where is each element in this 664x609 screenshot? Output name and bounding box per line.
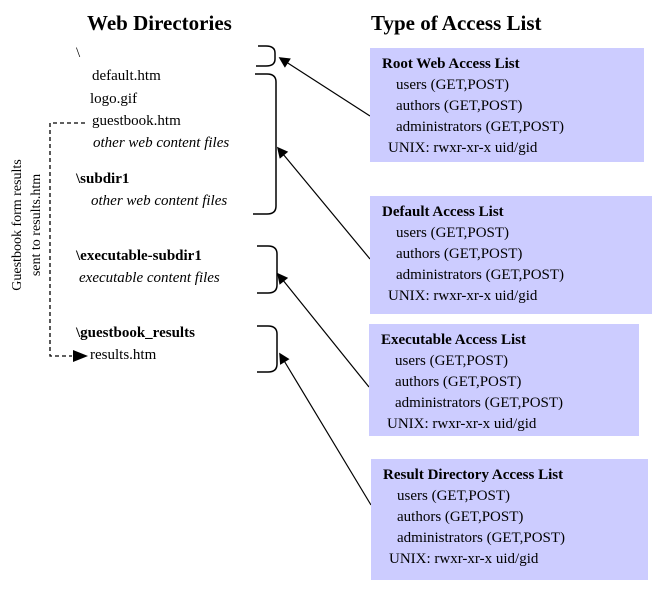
- access-list-title: Result Directory Access List: [383, 467, 564, 483]
- guestbook-flow-note-line1: Guestbook form results: [10, 159, 25, 291]
- access-list-entry: UNIX: rwxr-xr-x uid/gid: [388, 140, 538, 156]
- tree-dir-guestbook-results: \guestbook_results: [76, 325, 195, 341]
- guestbook-flow-note: Guestbook form results sent to results.h…: [8, 120, 48, 330]
- web-directories-heading: Web Directories: [87, 11, 232, 35]
- tree-root: \: [76, 45, 81, 61]
- bracket-default: [253, 73, 277, 215]
- arrow-executable-list: [276, 272, 370, 388]
- access-list-entry: users (GET,POST): [397, 488, 511, 504]
- access-list-box-root-web: Root Web Access List users (GET,POST) au…: [370, 48, 644, 162]
- access-list-entry: authors (GET,POST): [396, 98, 523, 114]
- access-list-entry: authors (GET,POST): [397, 509, 524, 525]
- tree-file-logo-gif: logo.gif: [90, 91, 138, 107]
- access-list-title: Default Access List: [382, 204, 504, 220]
- access-list-title: Root Web Access List: [382, 56, 520, 72]
- tree-other-web-files-2: other web content files: [91, 193, 228, 209]
- tree-dir-subdir1: \subdir1: [76, 171, 130, 187]
- tree-dir-executable-subdir1: \executable-subdir1: [76, 248, 202, 264]
- arrow-result-directory-list: [279, 352, 372, 506]
- access-list-title: Executable Access List: [381, 332, 526, 348]
- access-list-box-executable: Executable Access List users (GET,POST) …: [369, 324, 639, 436]
- access-list-entry: users (GET,POST): [395, 353, 509, 369]
- access-list-box-result-directory: Result Directory Access List users (GET,…: [371, 459, 648, 580]
- access-list-entry: administrators (GET,POST): [396, 267, 565, 283]
- access-list-type-heading: Type of Access List: [371, 11, 542, 35]
- guestbook-flow-note-line2: sent to results.htm: [29, 173, 44, 277]
- access-list-box-default: Default Access List users (GET,POST) aut…: [370, 196, 652, 314]
- bracket-root-web: [256, 45, 276, 67]
- bracket-executable: [257, 245, 278, 294]
- guestbook-results-flow-line: [49, 122, 85, 357]
- access-list-entry: administrators (GET,POST): [395, 395, 564, 411]
- access-list-entry: UNIX: rwxr-xr-x uid/gid: [387, 416, 537, 432]
- tree-file-results-htm: results.htm: [90, 347, 157, 363]
- access-list-entry: administrators (GET,POST): [396, 119, 565, 135]
- access-list-entry: users (GET,POST): [396, 77, 510, 93]
- access-list-entry: authors (GET,POST): [396, 246, 523, 262]
- tree-executable-files: executable content files: [79, 270, 220, 286]
- access-list-entry: authors (GET,POST): [395, 374, 522, 390]
- access-list-entry: UNIX: rwxr-xr-x uid/gid: [388, 288, 538, 304]
- tree-file-guestbook-htm: guestbook.htm: [92, 113, 181, 129]
- flow-arrowhead-icon: [73, 350, 88, 362]
- access-list-entry: users (GET,POST): [396, 225, 510, 241]
- tree-file-default-htm: default.htm: [92, 68, 161, 84]
- arrow-root-web-list: [278, 57, 371, 117]
- access-list-entry: administrators (GET,POST): [397, 530, 566, 546]
- bracket-results: [257, 325, 278, 373]
- access-list-entry: UNIX: rwxr-xr-x uid/gid: [389, 551, 539, 567]
- arrow-default-list: [276, 146, 371, 260]
- tree-other-web-files: other web content files: [93, 135, 230, 151]
